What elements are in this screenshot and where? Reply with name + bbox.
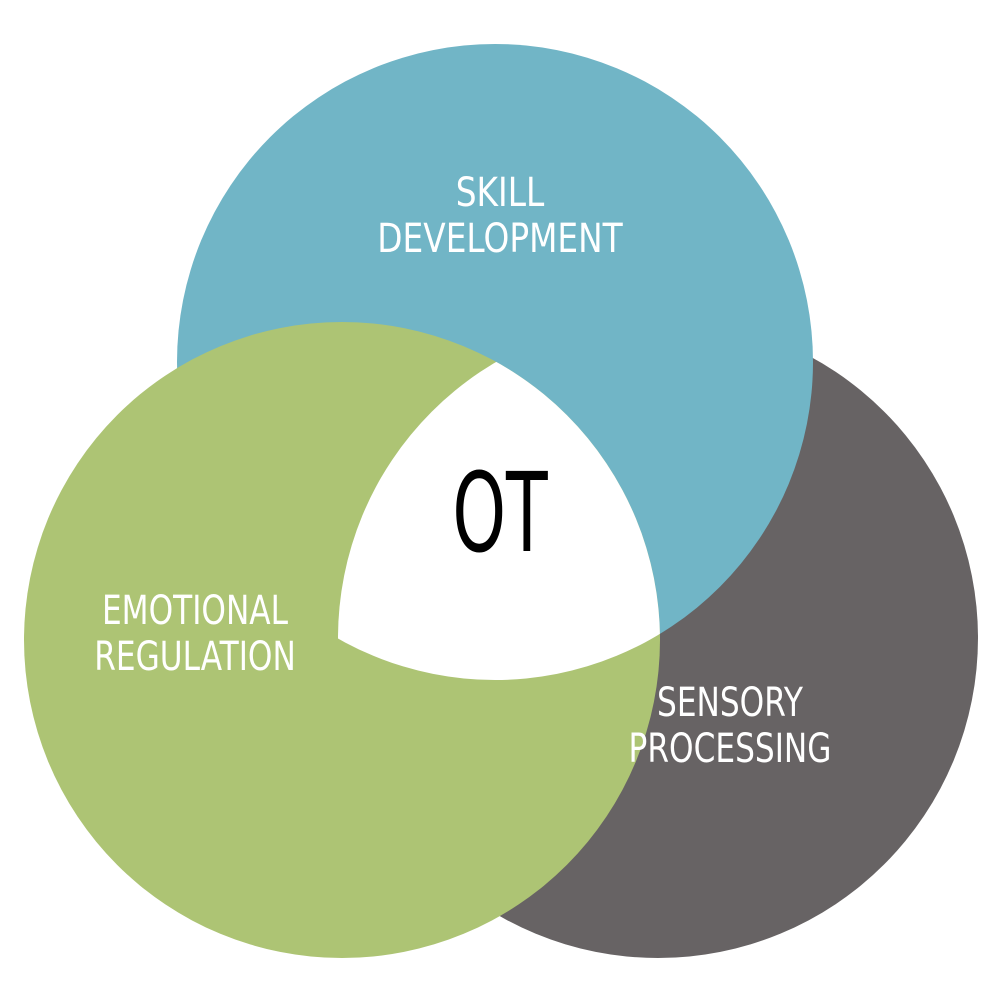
center-label-ot: OT: [452, 449, 548, 577]
skill-development-line1: SKILL: [455, 170, 545, 216]
center-overlap-region: [338, 322, 660, 680]
emotional-regulation-line1: EMOTIONAL: [101, 588, 289, 634]
skill-development-line2: DEVELOPMENT: [377, 216, 623, 262]
sensory-processing-line1: SENSORY: [657, 680, 803, 726]
sensory-processing-line2: PROCESSING: [628, 726, 832, 772]
sensory-processing-label: SENSORY PROCESSING: [613, 680, 847, 772]
skill-development-label: SKILL DEVELOPMENT: [373, 170, 627, 262]
emotional-regulation-label: EMOTIONAL REGULATION: [74, 588, 316, 680]
emotional-regulation-line2: REGULATION: [94, 634, 296, 680]
